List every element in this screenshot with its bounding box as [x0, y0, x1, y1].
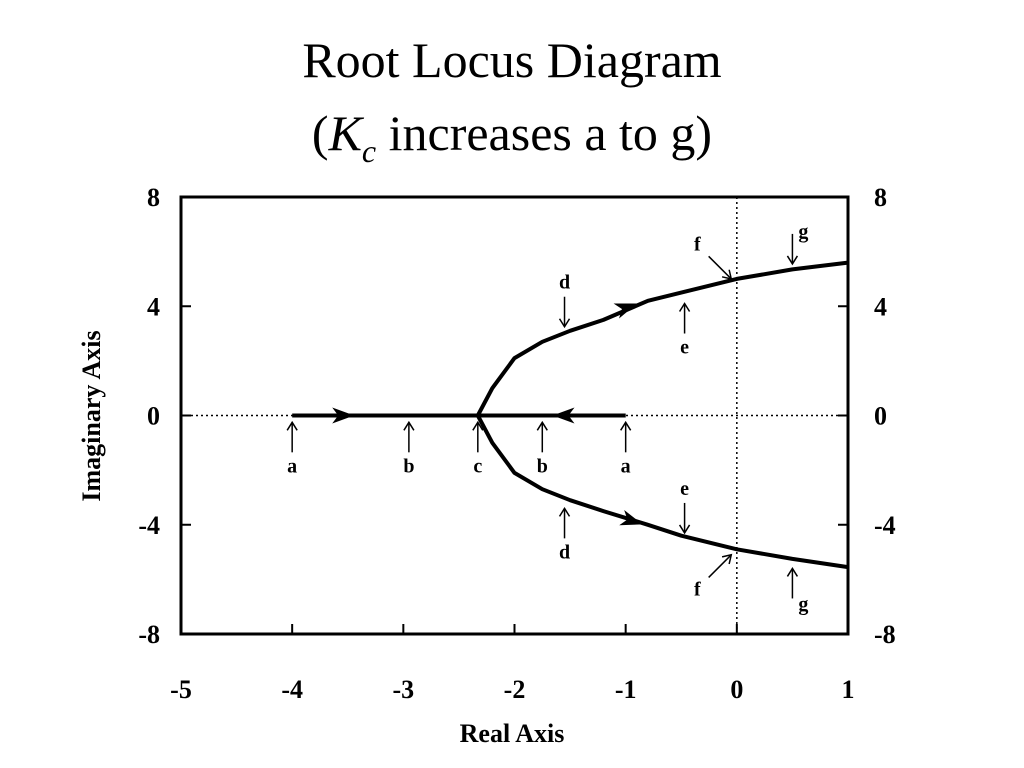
y-tick-label-right: -4	[874, 511, 896, 540]
annotation-7-head	[678, 302, 691, 312]
direction-arrow-3	[613, 303, 637, 319]
subtitle-k: K	[328, 105, 365, 161]
annotation-2-head	[403, 420, 415, 431]
locus-branches	[292, 260, 849, 570]
subtitle-k-subscript: c	[362, 133, 376, 169]
annotation-9-head	[786, 255, 799, 266]
grid-lines	[181, 197, 848, 634]
annotations: a b c b a d e f g d e f g	[286, 221, 808, 615]
direction-arrow-1	[332, 407, 355, 424]
y-tick-label-left: 8	[147, 183, 160, 212]
x-tick-label: 0	[730, 675, 743, 704]
y-tick-label-right: 0	[874, 402, 887, 431]
annotation-6-label: d	[559, 272, 570, 294]
direction-arrow-2	[552, 407, 575, 424]
annotation-3-label: c	[473, 455, 482, 477]
annotation-12-head	[721, 553, 733, 565]
direction-arrow-4	[619, 510, 643, 526]
annotation-8-shaft	[708, 255, 732, 280]
x-tick-label: -1	[615, 675, 637, 704]
annotation-12-label: f	[694, 578, 701, 600]
y-tick-label-right: 4	[874, 292, 887, 321]
annotation-12-shaft	[708, 554, 732, 578]
x-tick-label: -3	[392, 675, 414, 704]
y-tick-label-left: -4	[138, 511, 160, 540]
x-tick-label: -2	[504, 675, 526, 704]
x-axis-label: Real Axis	[460, 719, 565, 748]
y-tick-label-right: -8	[874, 620, 896, 649]
annotation-2-label: b	[403, 455, 414, 477]
y-tick-label-left: 0	[147, 402, 160, 431]
subtitle-open-paren: (	[312, 105, 329, 161]
annotation-10-head	[558, 506, 571, 517]
annotation-9-label: g	[798, 221, 808, 243]
annotation-13-label: g	[798, 593, 808, 615]
annotation-8-head	[721, 269, 733, 280]
x-tick-label: -5	[170, 675, 192, 704]
annotation-11-label: e	[680, 478, 689, 500]
annotation-8-label: f	[694, 233, 701, 255]
annotation-4-head	[536, 420, 548, 431]
y-tick-label-left: -8	[138, 620, 160, 649]
annotation-5-head	[620, 420, 632, 431]
annotation-10-label: d	[559, 541, 570, 563]
chart-title: Root Locus Diagram	[302, 32, 721, 88]
y-axis-label: Imaginary Axis	[77, 330, 106, 501]
axes: -5 -4 -3 -2 -1 0 1 -8 -8 -4 -4 0 0 4 4 8 8	[138, 183, 895, 704]
annotation-1-head	[286, 420, 298, 431]
annotation-1-label: a	[287, 455, 297, 477]
annotation-13-head	[786, 567, 799, 577]
annotation-5-label: a	[621, 455, 631, 477]
subtitle-rest: increases a to g)	[376, 105, 712, 161]
y-tick-label-right: 8	[874, 183, 887, 212]
annotation-4-label: b	[537, 455, 548, 477]
y-tick-label-left: 4	[147, 292, 160, 321]
locus-branch-4	[476, 414, 849, 570]
direction-arrows	[332, 303, 643, 526]
locus-branch-3	[476, 260, 849, 417]
annotation-6-head	[558, 318, 571, 329]
annotation-11-head	[678, 524, 691, 535]
x-tick-label: -4	[281, 675, 303, 704]
chart-subtitle: (Kc increases a to g)	[312, 105, 712, 169]
annotation-3-head	[472, 420, 484, 431]
x-tick-label: 1	[842, 675, 855, 704]
annotation-7-label: e	[680, 337, 689, 359]
